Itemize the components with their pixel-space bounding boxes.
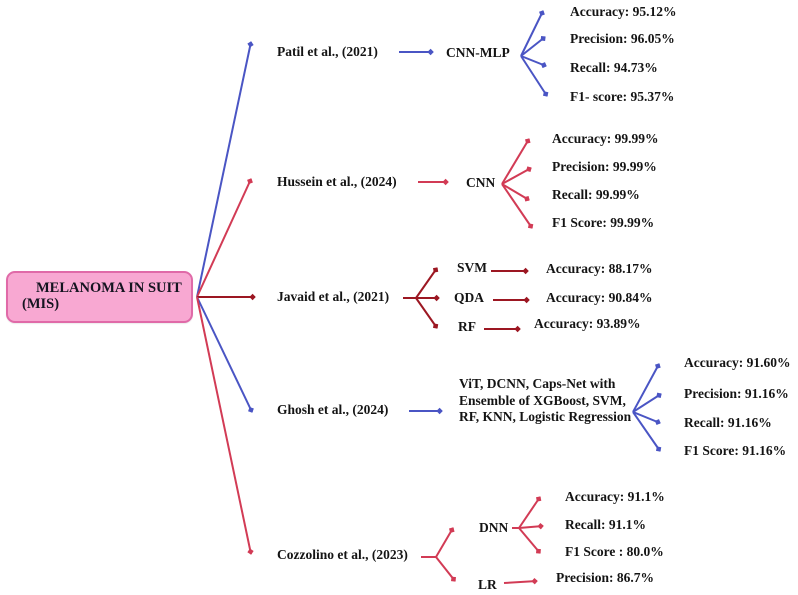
model-label-cnn: CNN [466,175,496,190]
model-label-qda: QDA [454,290,484,305]
metric-label: Accuracy: 95.12% [570,4,677,19]
metric-label: F1 Score: 91.16% [684,443,787,458]
metric-label: Accuracy: 88.17% [546,261,653,276]
root-node: MELANOMA IN SUIT (MIS) [6,271,193,323]
metric-label: Accuracy: 93.89% [534,316,641,331]
author-label-javaid: Javaid et al., (2021) [277,289,390,304]
metric-label: Accuracy: 91.1% [565,489,665,504]
model-label-ensemble: ViT, DCNN, Caps-Net with Ensemble of XGB… [459,376,632,424]
author-label-ghosh: Ghosh et al., (2024) [277,402,389,417]
model-label-svm: SVM [457,260,487,275]
metric-label: Accuracy: 91.60% [684,355,791,370]
author-label-cozzolino: Cozzolino et al., (2023) [277,547,408,562]
root-branch-lines [196,41,256,555]
metric-label: Recall: 91.1% [565,517,646,532]
cozzolino-branch-lines [421,496,544,585]
metric-label: Recall: 99.99% [552,187,640,202]
metric-label: Recall: 94.73% [570,60,658,75]
metric-label: Precision: 96.05% [570,31,675,46]
metric-label: F1- score: 95.37% [570,89,675,104]
metric-label: Precision: 91.16% [684,386,789,401]
ghosh-branch-lines [409,363,662,452]
metric-label: Accuracy: 99.99% [552,131,659,146]
author-label-patil: Patil et al., (2021) [277,44,378,59]
metric-label: Precision: 86.7% [556,570,654,585]
patil-branch-lines [399,10,549,97]
metric-label: F1 Score : 80.0% [565,544,664,559]
metric-label: Recall: 91.16% [684,415,772,430]
hussein-branch-lines [418,138,534,229]
metric-label: Accuracy: 90.84% [546,290,653,305]
metric-label: Precision: 99.99% [552,159,657,174]
model-label-lr: LR [478,577,497,592]
model-label-rf: RF [458,319,476,334]
javaid-branch-lines [403,267,530,333]
model-label-cnn-mlp: CNN-MLP [446,45,510,60]
metric-label: F1 Score: 99.99% [552,215,655,230]
author-label-hussein: Hussein et al., (2024) [277,174,397,189]
model-label-dnn: DNN [479,520,509,535]
